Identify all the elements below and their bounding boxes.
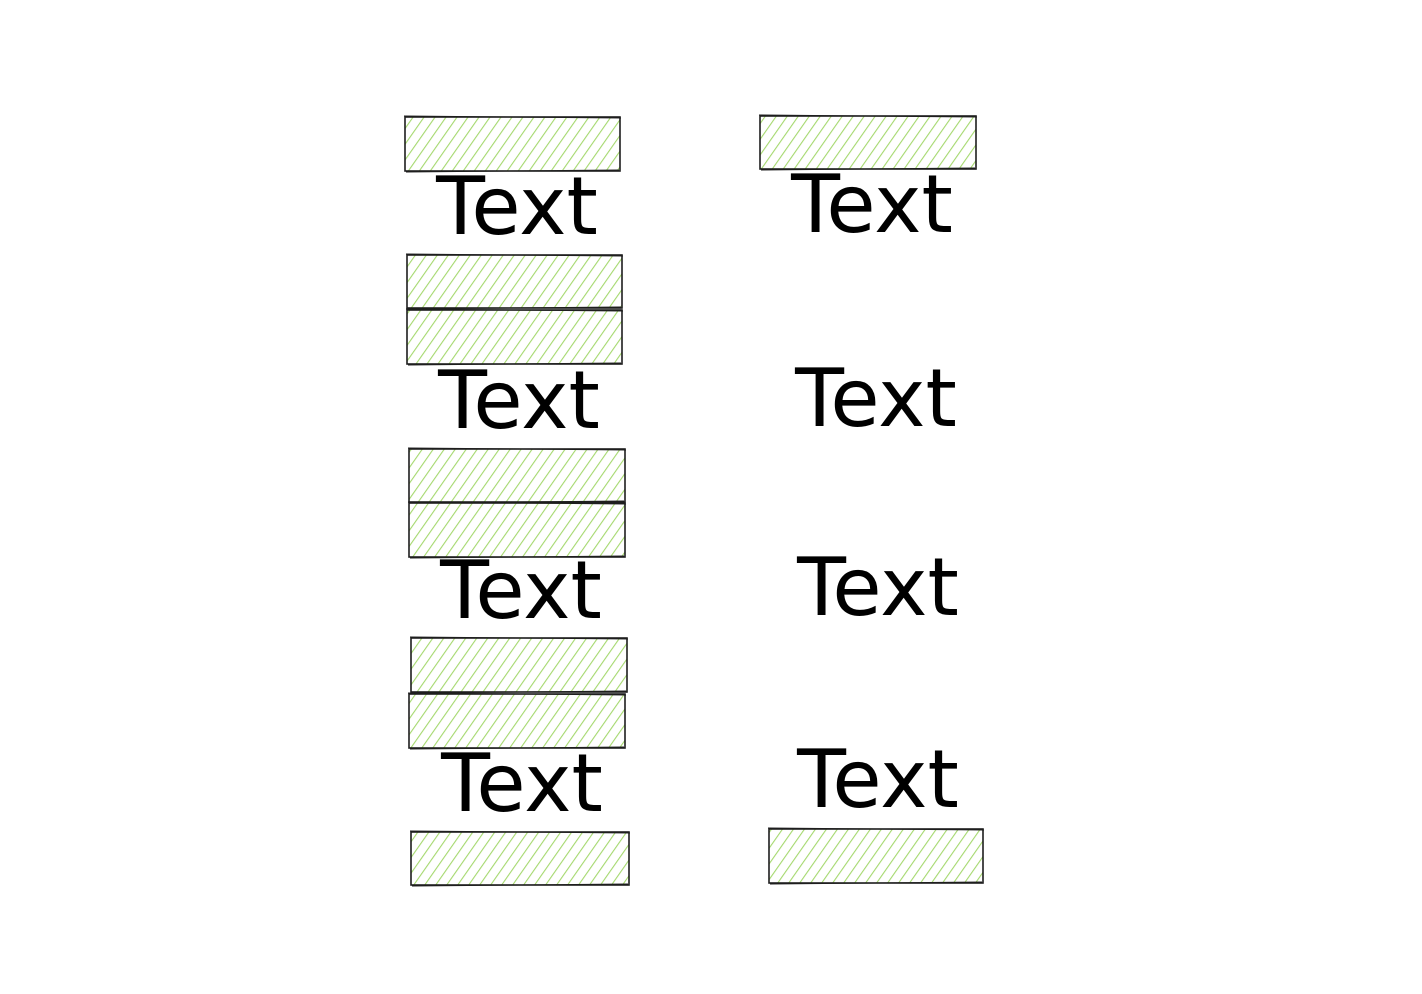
left-block-4a bbox=[409, 636, 629, 694]
left-text-2: Text bbox=[437, 354, 600, 447]
right-text-2: Text bbox=[794, 352, 957, 445]
right-text-3: Text bbox=[796, 541, 959, 634]
right-text-1: Text bbox=[790, 158, 953, 251]
right-block-bottom bbox=[767, 827, 985, 885]
right-text-4: Text bbox=[796, 733, 959, 826]
left-block-1 bbox=[403, 115, 622, 173]
left-block-5 bbox=[409, 830, 631, 887]
left-block-3b bbox=[407, 501, 627, 559]
right-block-top bbox=[758, 114, 978, 171]
left-text-4: Text bbox=[440, 737, 603, 830]
left-block-2b bbox=[405, 308, 624, 366]
left-block-3a bbox=[407, 447, 627, 504]
left-block-4b bbox=[407, 692, 627, 750]
left-block-2a bbox=[405, 253, 624, 310]
left-text-1: Text bbox=[435, 160, 598, 253]
left-text-3: Text bbox=[439, 544, 602, 637]
